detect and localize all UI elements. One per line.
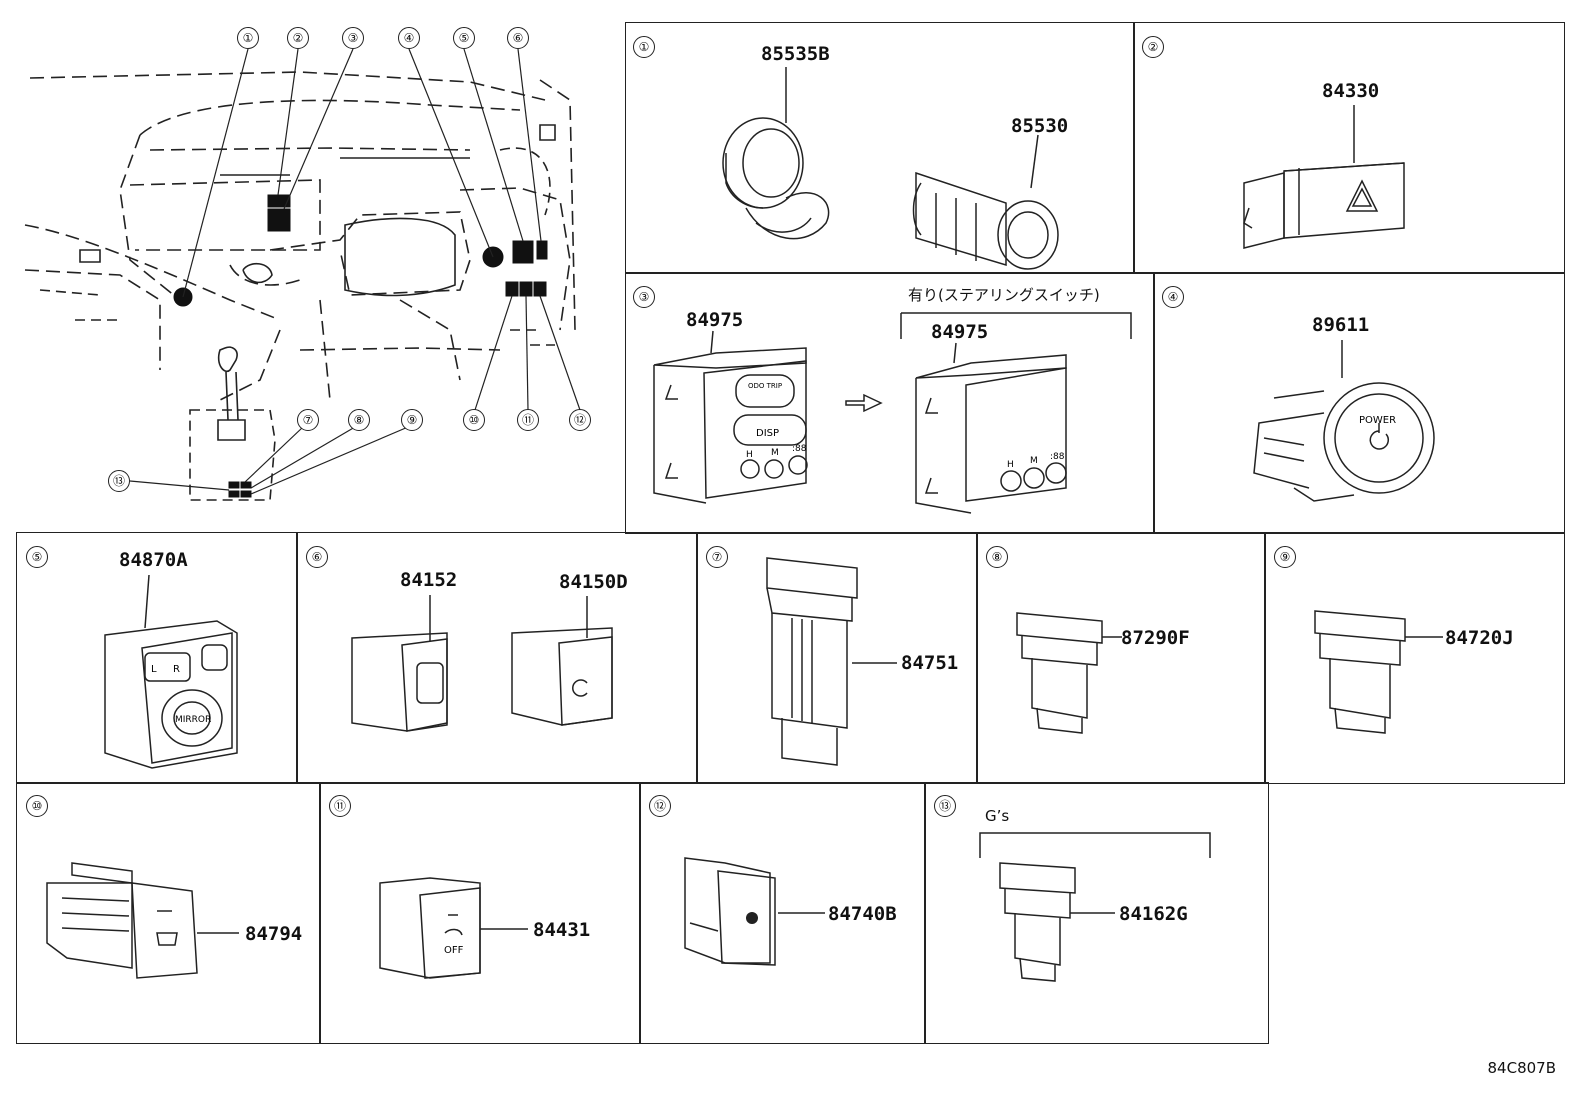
power-outlet-drawing [722,67,1059,270]
cell-4-number: ④ [1162,286,1184,308]
cell-12-number: ⑫ [649,795,671,817]
part-84794: 84794 [245,923,303,945]
callout-8: ⑧ [348,409,370,431]
gs-note: G’s [985,807,1010,825]
cell-5-number: ⑤ [26,546,48,568]
cell-7: ⑦ 84751 [696,532,978,784]
part-84330: 84330 [1322,80,1380,102]
callout-1: ① [237,27,259,49]
cell-10: ⑩ 84794 [16,782,321,1044]
part-84975-without: 84975 [686,309,744,331]
eco-switch-drawing [684,857,825,966]
vsc-off-switch-drawing: OFF [379,877,528,979]
part-84740B: 84740B [828,903,897,925]
cell-8-number: ⑧ [986,546,1008,568]
cell-6: ⑥ 84152 84150D [296,532,698,784]
mirror-switch-drawing: L R MIRROR [104,574,238,769]
headlamp-switch-drawing [351,595,613,732]
callout-4: ④ [398,27,420,49]
steering-switch-note: 有り(ステアリングスイッチ) [908,286,1100,304]
cell-11-number: ⑪ [329,795,351,817]
power-switch-drawing: POWER [1253,340,1435,502]
cell-11: ⑪ 84431 OFF [319,782,641,1044]
ev-mode-switch-drawing [1314,610,1443,734]
cell-12: ⑫ 84740B [639,782,926,1044]
cell-2: ② 84330 [1133,22,1565,274]
callout-10: ⑩ [463,409,485,431]
cell-7-number: ⑦ [706,546,728,568]
part-84152: 84152 [400,569,458,591]
clock-label-left: :88 [792,444,807,454]
disp-label: DISP [756,428,779,439]
cell-9: ⑨ 84720J [1264,532,1565,784]
callout-5: ⑤ [453,27,475,49]
dashboard-overview: ① ② ③ ④ ⑤ ⑥ ⑦ ⑧ ⑨ ⑩ ⑪ ⑫ ⑬ [0,0,620,520]
callout-2: ② [287,27,309,49]
switch-13-drawing [979,832,1211,982]
h-label-left: H [746,450,753,460]
m-label-right: M [1030,456,1038,466]
part-87290F: 87290F [1121,627,1190,649]
cell-1-number: ① [633,36,655,58]
cell-1: ① 85535B 85530 [625,22,1135,274]
callout-7: ⑦ [297,409,319,431]
m-label-left: M [771,448,779,458]
cell-5: ⑤ 84870A L R MIRROR [16,532,298,784]
h-label-right: H [1007,460,1014,470]
part-84720J: 84720J [1445,627,1514,649]
cell-13: ⑬ G’s 84162G [924,782,1269,1044]
cell-4: ④ 89611 POWER [1153,272,1565,534]
switch-8-drawing [1016,612,1122,734]
l-label: L [151,664,157,675]
callout-11: ⑪ [517,409,539,431]
dashboard-drawing [24,48,581,501]
part-84975-with: 84975 [931,321,989,343]
callout-12: ⑫ [569,409,591,431]
cell-10-number: ⑩ [26,795,48,817]
cell-8: ⑧ 87290F [976,532,1266,784]
eco-mode-icon [746,912,758,924]
clock-label-right: :88 [1050,452,1065,462]
display-switch-drawing: ODO TRIP DISP H M :88 H M :88 [653,312,1132,514]
part-84870A: 84870A [119,549,188,571]
cell-3: ③ 84975 84975 有り(ステアリングスイッチ) [625,272,1155,534]
part-84751: 84751 [901,652,959,674]
diagram-code: 84C807B [1487,1059,1556,1077]
cell-6-number: ⑥ [306,546,328,568]
defogger-switch-drawing [46,862,239,979]
cell-3-number: ③ [633,286,655,308]
cell-9-number: ⑨ [1274,546,1296,568]
r-label: R [173,664,180,675]
mirror-label: MIRROR [175,715,211,725]
callout-3: ③ [342,27,364,49]
part-84431: 84431 [533,919,591,941]
callout-6: ⑥ [507,27,529,49]
cell-13-number: ⑬ [934,795,956,817]
part-84162G: 84162G [1119,903,1188,925]
part-85530: 85530 [1011,115,1069,137]
hazard-switch-drawing [1243,105,1405,249]
power-label: POWER [1359,415,1396,426]
cell-2-number: ② [1142,36,1164,58]
part-89611: 89611 [1312,314,1370,336]
off-label: OFF [444,945,464,956]
callout-9: ⑨ [401,409,423,431]
switch-7-drawing [766,557,897,766]
part-84150D: 84150D [559,571,628,593]
odo-trip-label: ODO TRIP [748,382,782,390]
callout-13: ⑬ [108,470,130,492]
part-85535B: 85535B [761,43,830,65]
